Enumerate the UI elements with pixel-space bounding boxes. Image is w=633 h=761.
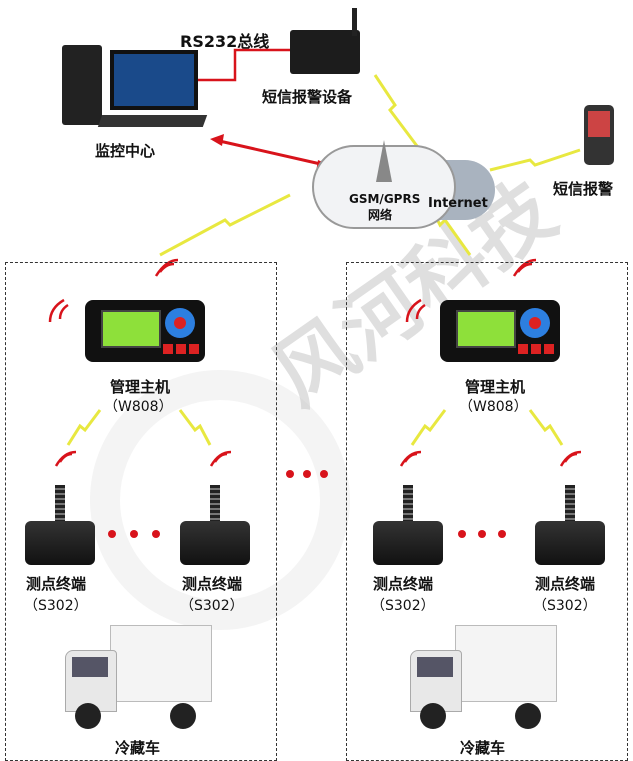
host-model: （W808）	[104, 399, 173, 415]
vehicle-label: 冷藏车	[115, 739, 161, 757]
monitor-icon	[110, 50, 198, 110]
ellipsis-dot	[130, 530, 138, 538]
network-label: GSM/GPRS	[349, 192, 421, 206]
sensor-model: （S302）	[371, 598, 435, 614]
phone-icon	[584, 105, 614, 165]
ellipsis-dot	[498, 530, 506, 538]
host-label: 管理主机	[465, 378, 526, 396]
vehicle-label: 冷藏车	[460, 739, 506, 757]
sensor-model: （S302）	[180, 598, 244, 614]
sensor-label: 测点终端	[373, 575, 434, 593]
keyboard-icon	[97, 115, 208, 127]
host-model: （W808）	[459, 399, 528, 415]
ellipsis-dot	[108, 530, 116, 538]
ellipsis-dot	[458, 530, 466, 538]
management-host-2	[440, 300, 560, 362]
computer-icon	[62, 45, 102, 125]
tower-icon	[376, 140, 392, 182]
bus-label: RS232总线	[180, 32, 270, 51]
gsm-cloud	[312, 145, 456, 229]
ellipsis-dot	[152, 530, 160, 538]
sensor-model: （S302）	[533, 598, 597, 614]
refrigerated-truck	[60, 625, 212, 735]
ellipsis-dot	[478, 530, 486, 538]
ellipsis-dot	[320, 470, 328, 478]
sensor-terminal	[180, 485, 250, 565]
rs232-line	[190, 48, 292, 82]
sms-device-icon	[290, 30, 360, 74]
wireless-links	[66, 74, 581, 446]
sensor-label: 测点终端	[182, 575, 243, 593]
sms-device-label: 短信报警设备	[262, 88, 353, 106]
host-label: 管理主机	[110, 378, 171, 396]
monitor-cloud-arrow	[214, 138, 326, 167]
internet-label: Internet	[428, 196, 488, 211]
sensor-terminal	[373, 485, 443, 565]
sensor-label: 测点终端	[26, 575, 87, 593]
sensor-terminal	[535, 485, 605, 565]
sensor-terminal	[25, 485, 95, 565]
ellipsis-dot	[303, 470, 311, 478]
monitor-center-label: 监控中心	[95, 142, 156, 160]
sensor-label: 测点终端	[535, 575, 596, 593]
network-sub-label: 网络	[368, 208, 393, 222]
refrigerated-truck	[405, 625, 557, 735]
signal-waves	[48, 258, 582, 467]
ellipsis-dot	[286, 470, 294, 478]
management-host-1	[85, 300, 205, 362]
sms-alarm-label: 短信报警	[553, 180, 614, 198]
sensor-model: （S302）	[24, 598, 88, 614]
antenna-icon	[352, 8, 357, 36]
